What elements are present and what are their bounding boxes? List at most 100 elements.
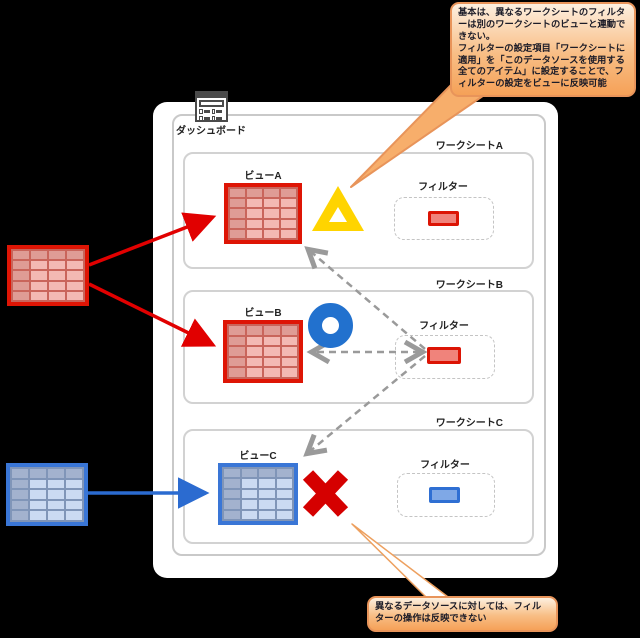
table-cell	[66, 479, 82, 489]
table-cell	[259, 500, 275, 509]
table-cell	[30, 469, 46, 478]
table-cell	[241, 510, 257, 519]
table-cell	[30, 500, 46, 510]
table-cell	[246, 368, 262, 377]
filter-a-label: フィルター	[418, 182, 468, 193]
view-a-label: ビューA	[244, 171, 282, 182]
table-cell	[224, 500, 240, 509]
table-cell	[264, 189, 279, 198]
table-cell	[31, 291, 47, 300]
table-cell	[31, 271, 47, 280]
table-cell	[224, 469, 240, 478]
table-cell	[66, 500, 82, 510]
table-cell	[247, 199, 262, 208]
table-cell	[49, 251, 65, 260]
table-cell	[259, 469, 275, 478]
icon-row	[199, 109, 224, 114]
table-cell	[264, 326, 280, 335]
view-b-label: ビューB	[244, 308, 282, 319]
table-cell	[13, 251, 29, 260]
table-cell	[264, 347, 280, 356]
table-cell	[264, 199, 279, 208]
table-cell	[246, 357, 262, 367]
table-cell	[246, 336, 262, 346]
table-cell	[224, 489, 240, 499]
table-cell	[241, 469, 257, 478]
datasource-red-table	[7, 245, 89, 306]
table-cell	[12, 479, 28, 489]
table-cell	[247, 219, 262, 228]
table-cell	[67, 251, 83, 260]
filter-a-pill	[428, 211, 459, 226]
table-cell	[264, 219, 279, 228]
view-c-table	[218, 463, 298, 525]
view-c-label: ビューC	[239, 451, 277, 462]
table-cell	[247, 209, 262, 218]
table-cell	[259, 510, 275, 519]
table-cell	[241, 500, 257, 509]
table-cell	[229, 347, 245, 356]
table-cell	[67, 261, 83, 270]
table-cell	[48, 469, 64, 478]
table-cell	[281, 326, 297, 335]
table-cell	[49, 261, 65, 270]
table-cell	[264, 368, 280, 377]
table-cell	[49, 281, 65, 290]
table-cell	[264, 357, 280, 367]
worksheet-b-label: ワークシートB	[435, 280, 503, 291]
table-cell	[229, 368, 245, 377]
worksheet-a-label: ワークシートA	[435, 141, 503, 152]
table-cell	[264, 229, 279, 238]
table-cell	[49, 291, 65, 300]
table-cell	[230, 209, 245, 218]
table-cell	[281, 357, 297, 367]
table-cell	[13, 261, 29, 270]
table-cell	[30, 479, 46, 489]
callout-bottom-text: 異なるデータソースに対しては、フィルターの操作は反映できない	[375, 602, 542, 624]
table-cell	[281, 336, 297, 346]
table-cell	[48, 490, 64, 499]
table-cell	[230, 229, 245, 238]
table-cell	[264, 209, 279, 218]
table-cell	[281, 199, 296, 208]
table-cell	[13, 281, 29, 290]
table-cell	[48, 479, 64, 489]
filter-c-label: フィルター	[420, 460, 470, 471]
table-cell	[66, 490, 82, 499]
dashboard-window-icon	[195, 91, 228, 122]
table-cell	[264, 336, 280, 346]
table-cell	[281, 219, 296, 228]
callout-top-text-1: 基本は、異なるワークシートのフィルターは別のワークシートのビューと連動できない。	[458, 8, 626, 42]
table-cell	[31, 251, 47, 260]
table-cell	[247, 229, 262, 238]
table-cell	[12, 500, 28, 510]
table-cell	[13, 291, 29, 300]
table-cell	[31, 281, 47, 290]
table-cell	[229, 357, 245, 367]
table-cell	[49, 271, 65, 280]
table-cell	[259, 489, 275, 499]
callout-top-text-2: フィルターの設定項目「ワークシートに適用」を「このデータソースを使用する全てのア…	[458, 43, 626, 90]
datasource-blue-table	[6, 463, 88, 526]
table-cell	[276, 469, 292, 478]
table-cell	[30, 490, 46, 499]
table-cell	[13, 271, 29, 280]
table-cell	[230, 189, 245, 198]
table-cell	[48, 511, 64, 520]
icon-titlebar	[197, 93, 226, 98]
table-cell	[281, 229, 296, 238]
view-a-table	[224, 183, 302, 244]
table-cell	[276, 489, 292, 499]
table-cell	[229, 336, 245, 346]
table-cell	[12, 490, 28, 499]
table-cell	[30, 511, 46, 520]
icon-row	[199, 116, 224, 121]
table-cell	[230, 199, 245, 208]
table-cell	[224, 510, 240, 519]
table-cell	[247, 189, 262, 198]
table-cell	[229, 326, 245, 335]
filter-b-label: フィルター	[419, 321, 469, 332]
table-cell	[12, 469, 28, 478]
filter-c-pill	[429, 487, 460, 503]
table-cell	[224, 479, 240, 488]
